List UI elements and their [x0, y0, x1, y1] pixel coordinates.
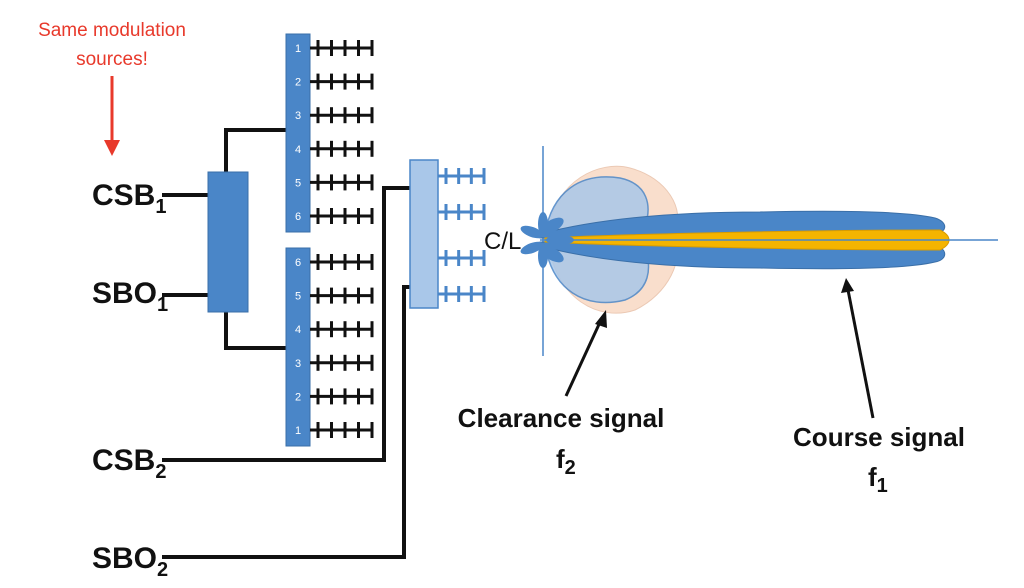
lower-element-number: 5 [295, 291, 301, 303]
lower-element-antenna [310, 254, 374, 270]
upper-array-elements: 1 2 3 4 5 6 [295, 40, 374, 224]
csb2-label: CSB2 [92, 444, 166, 483]
upper-element-antenna [310, 140, 374, 157]
lower-element-antenna [310, 388, 374, 405]
course-callout-shaft [846, 289, 875, 419]
red-arrow-head [104, 140, 120, 156]
upper-element-number: 4 [295, 144, 301, 156]
upper-element-number: 6 [295, 211, 301, 223]
course-freq: f1 [868, 462, 888, 497]
clearance-freq: f2 [556, 444, 576, 479]
note-line-2: sources! [76, 49, 148, 70]
clearance-title: Clearance signal [458, 403, 665, 433]
lower-element-antenna [310, 321, 374, 338]
lower-element-number: 2 [295, 391, 301, 403]
clearance-antenna [438, 250, 486, 266]
clearance-antenna [438, 286, 486, 302]
upper-element-antenna [310, 107, 374, 124]
upper-element-number: 5 [295, 177, 301, 189]
lower-array-elements: 6 5 4 3 2 1 [295, 254, 374, 438]
clearance-antenna [438, 168, 486, 184]
csb1-label: CSB1 [92, 179, 166, 218]
clearance-antenna [438, 204, 486, 220]
lower-element-number: 1 [295, 425, 301, 437]
radiation-pattern [520, 146, 998, 356]
sbo2-label: SBO2 [92, 542, 168, 581]
combiner-box [207, 171, 249, 313]
sbo1-label: SBO1 [92, 277, 168, 316]
lower-element-number: 4 [295, 324, 301, 336]
note-line-1: Same modulation [38, 20, 186, 41]
upper-element-antenna [310, 73, 374, 90]
course-title: Course signal [793, 422, 965, 452]
upper-element-antenna [310, 208, 374, 224]
upper-element-antenna [310, 174, 374, 191]
combiner-wiring [162, 128, 410, 559]
lower-element-number: 6 [295, 257, 301, 269]
upper-array-bar [285, 33, 311, 233]
upper-element-number: 2 [295, 77, 301, 89]
clearance-feed-box [409, 159, 439, 309]
lower-element-number: 3 [295, 358, 301, 370]
lower-element-antenna [310, 354, 374, 371]
course-callout-head [841, 278, 854, 293]
clearance-callout-head [595, 310, 607, 328]
lower-element-antenna [310, 287, 374, 304]
centerline-label: C/L [484, 228, 521, 255]
clearance-antennas [438, 168, 486, 302]
upper-element-antenna [310, 40, 374, 56]
near-field-lobes [520, 212, 574, 268]
lower-array-bar [285, 247, 311, 447]
lower-element-antenna [310, 422, 374, 438]
upper-element-number: 1 [295, 43, 301, 55]
clearance-callout-shaft [564, 319, 603, 397]
upper-element-number: 3 [295, 110, 301, 122]
